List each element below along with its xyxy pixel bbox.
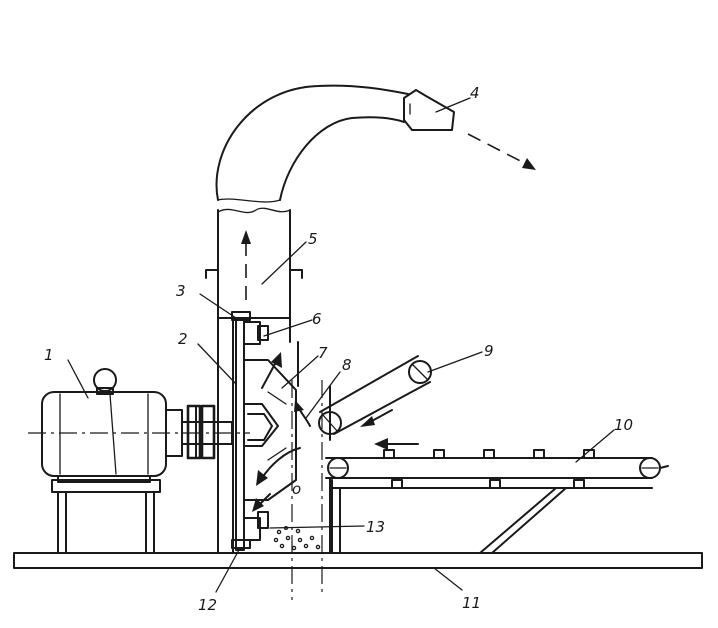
label-8: 8 — [342, 356, 352, 374]
label-3: 3 — [176, 282, 186, 300]
flow-arrows — [241, 133, 536, 512]
label-6: 6 — [312, 310, 322, 328]
label-10: 10 — [614, 416, 633, 434]
label-4: 4 — [470, 84, 480, 102]
motor-stand — [51, 479, 161, 554]
label-12: 12 — [198, 596, 217, 614]
leader-lines — [67, 97, 615, 593]
label-13: 13 — [366, 518, 385, 536]
horizontal-conveyor — [325, 438, 669, 479]
label-2: 2 — [178, 330, 188, 348]
rotor-assembly — [231, 311, 297, 551]
label-11: 11 — [462, 594, 481, 612]
chips-pile — [273, 525, 321, 551]
conveyor-support — [331, 479, 653, 554]
shaft-coupling — [28, 404, 250, 460]
electric-motor — [41, 368, 183, 483]
housing-and-pipe — [205, 207, 331, 554]
inclined-conveyor — [318, 355, 432, 435]
label-9: 9 — [484, 342, 494, 360]
label-1: 1 — [44, 346, 54, 364]
label-5: 5 — [308, 230, 318, 248]
label-7: 7 — [318, 344, 328, 362]
part-labels: 1 2 3 4 5 6 7 8 9 10 11 12 13 o — [44, 84, 633, 614]
base-frame — [13, 552, 703, 569]
discharge-hood — [215, 84, 455, 203]
label-o-mark: o — [292, 480, 301, 498]
